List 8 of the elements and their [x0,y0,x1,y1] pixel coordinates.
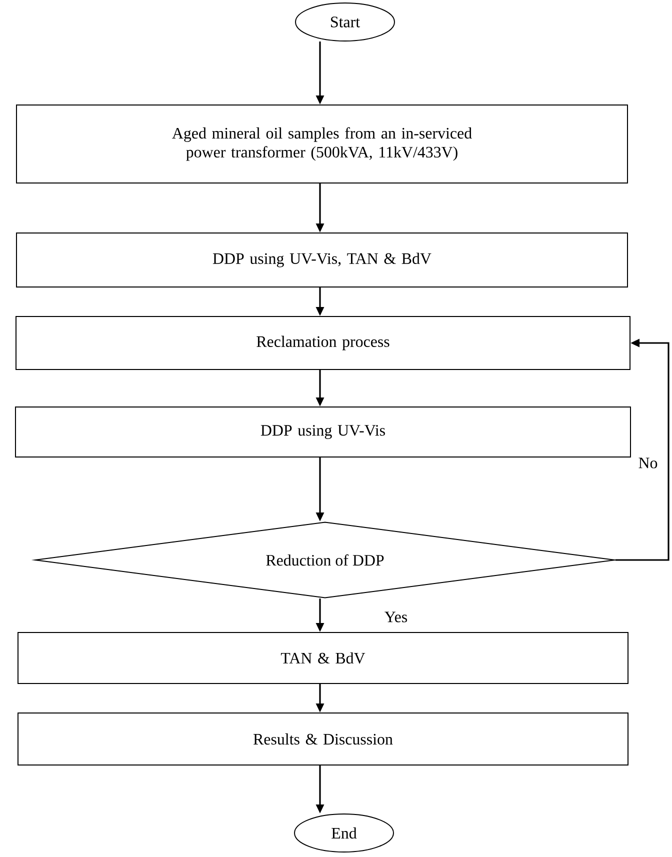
edge-label: No [637,456,659,470]
edge-label: Yes [383,610,409,624]
process-box: DDP using UV-Vis [15,406,631,458]
process-box: TAN & BdV [18,632,628,684]
process-box: DDP using UV-Vis, TAN & BdV [16,232,628,288]
process-box: Reclamation process [16,316,630,370]
process-box: Aged mineral oil samples from an in-serviced power transformer (500kVA, 11kV/433V) [16,104,628,184]
process-box: Results & Discussion [18,712,628,766]
